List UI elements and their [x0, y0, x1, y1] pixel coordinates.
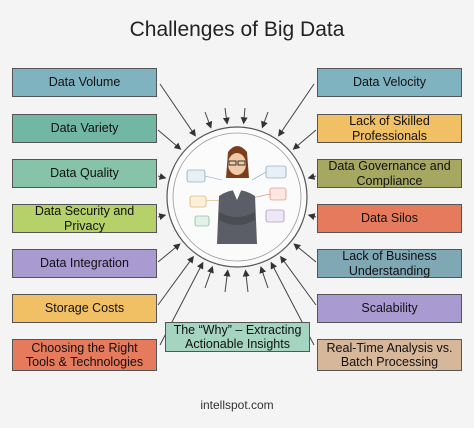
arrow-16: [240, 107, 248, 125]
arrow-21: [259, 266, 269, 289]
arrow-9: [307, 173, 317, 180]
box-data-quality: Data Quality: [12, 159, 157, 188]
box-data-security-privacy: Data Security and Privacy: [12, 204, 157, 233]
arrow-0: [159, 83, 196, 137]
box-scalability: Scalability: [317, 294, 462, 323]
box-data-silos: Data Silos: [317, 204, 462, 233]
footer-source: intellspot.com: [200, 398, 274, 412]
arrow-12: [280, 255, 317, 306]
arrow-14: [204, 111, 213, 129]
box-data-variety: Data Variety: [12, 114, 157, 143]
arrow-3: [157, 213, 167, 221]
box-data-velocity: Data Velocity: [317, 68, 462, 97]
arrow-8: [292, 129, 317, 150]
data-icons: [186, 165, 287, 227]
box-data-volume: Data Volume: [12, 68, 157, 97]
arrow-17: [261, 111, 269, 129]
arrow-2: [157, 173, 167, 180]
arrow-11: [293, 243, 317, 263]
box-storage-costs: Storage Costs: [12, 294, 157, 323]
arrow-15: [222, 107, 230, 125]
businesswoman-figure: [217, 146, 257, 244]
box-data-governance: Data Governance and Compliance: [317, 159, 462, 188]
box-lack-skilled-professionals: Lack of Skilled Professionals: [317, 114, 462, 143]
box-lack-business-understanding: Lack of Business Understanding: [317, 249, 462, 278]
arrow-1: [157, 129, 182, 150]
box-data-integration: Data Integration: [12, 249, 157, 278]
box-extracting-insights: The “Why” – Extracting Actionable Insigh…: [165, 322, 310, 352]
arrow-7: [278, 83, 315, 137]
arrow-10: [307, 213, 317, 221]
arrow-19: [223, 269, 231, 293]
arrow-20: [242, 269, 250, 293]
box-choosing-tools: Choosing the Right Tools & Technologies: [12, 339, 157, 371]
box-real-time-vs-batch: Real-Time Analysis vs. Batch Processing: [317, 339, 462, 371]
arrow-18: [204, 265, 214, 289]
arrow-4: [157, 243, 181, 263]
diagram-title: Challenges of Big Data: [129, 18, 345, 41]
arrow-5: [157, 255, 194, 306]
